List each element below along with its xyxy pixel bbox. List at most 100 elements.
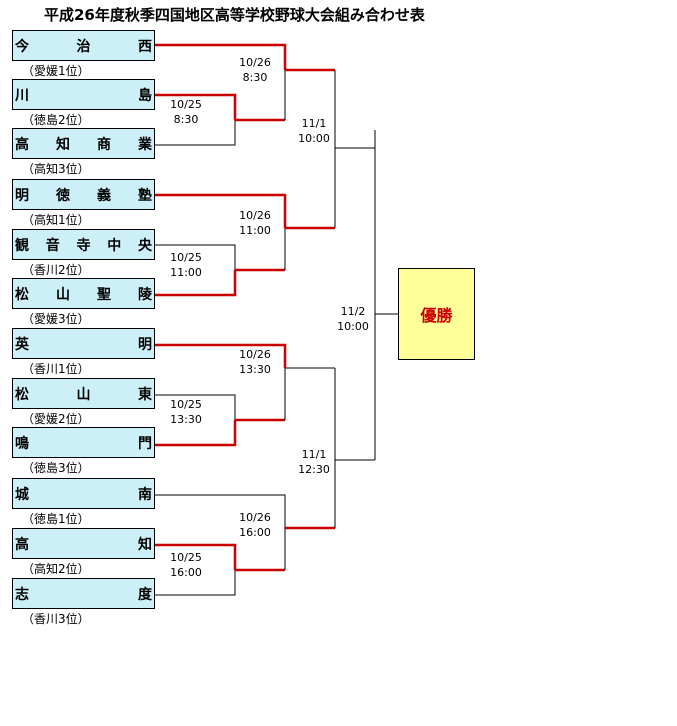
team-name-char: 業: [138, 136, 152, 153]
team-seed: （高知2位）: [22, 562, 90, 576]
match-label: 10/26 16:00: [233, 510, 277, 540]
match-time: 11:00: [239, 224, 271, 237]
team-box: 城南: [12, 478, 155, 509]
team-box: 今治西: [12, 30, 155, 61]
bracket-line: [155, 120, 236, 146]
match-label: 11/1 12:30: [292, 447, 336, 477]
match-date: 11/1: [301, 117, 327, 130]
match-label: 10/26 8:30: [233, 55, 277, 85]
team-name-char: 高: [15, 136, 29, 153]
team-name-char: 徳: [56, 187, 70, 204]
match-label: 11/1 10:00: [292, 116, 336, 146]
team-name-char: 明: [15, 187, 29, 204]
team-seed: （徳島3位）: [22, 461, 90, 475]
team-box: 川島: [12, 79, 155, 110]
match-time: 16:00: [170, 566, 202, 579]
team-box: 明徳義塾: [12, 179, 155, 210]
team-name-char: 観: [15, 237, 29, 254]
winner-line: [155, 543, 237, 570]
team-seed: （愛媛1位）: [22, 64, 90, 78]
team-name-char: 西: [138, 38, 152, 55]
match-date: 10/26: [239, 56, 271, 69]
team-name-char: 松: [15, 386, 29, 403]
team-box: 松山東: [12, 378, 155, 409]
match-time: 10:00: [337, 320, 369, 333]
team-name-char: 音: [45, 237, 60, 254]
match-date: 10/26: [239, 209, 271, 222]
winner-line: [155, 43, 287, 70]
team-name-char: 南: [138, 486, 152, 503]
match-time: 13:30: [170, 413, 202, 426]
team-name-char: 商: [97, 136, 111, 153]
team-name-char: 央: [138, 237, 152, 254]
team-box: 観音寺中央: [12, 229, 155, 260]
match-date: 10/25: [170, 398, 202, 411]
team-name-char: 義: [97, 187, 111, 204]
team-seed: （高知1位）: [22, 213, 90, 227]
team-name-char: 寺: [76, 237, 91, 254]
match-time: 12:30: [298, 463, 330, 476]
bracket-line: [155, 244, 236, 270]
bracket-line: [155, 570, 236, 596]
team-name-char: 志: [15, 586, 29, 603]
team-name-char: 門: [138, 435, 152, 452]
team-name-char: 松: [15, 286, 29, 303]
bracket-line: [155, 394, 236, 420]
match-label: 10/25 16:00: [164, 550, 208, 580]
team-name-char: 鳴: [15, 435, 29, 452]
team-name-char: 山: [76, 386, 91, 403]
team-seed: （香川2位）: [22, 263, 90, 277]
match-date: 11/1: [301, 448, 327, 461]
team-box: 鳴門: [12, 427, 155, 458]
match-date: 10/25: [170, 551, 202, 564]
team-name-char: 度: [138, 586, 152, 603]
team-box: 高知商業: [12, 128, 155, 159]
team-name-char: 城: [15, 486, 29, 503]
page-title: 平成26年度秋季四国地区高等学校野球大会組み合わせ表: [44, 6, 425, 24]
team-seed: （愛媛2位）: [22, 412, 90, 426]
team-name-char: 山: [56, 286, 70, 303]
match-date: 10/25: [170, 98, 202, 111]
match-time: 8:30: [173, 113, 199, 126]
match-label: 10/26 13:30: [233, 347, 277, 377]
team-name-char: 塾: [138, 187, 152, 204]
match-date: 10/26: [239, 348, 271, 361]
team-name-char: 中: [107, 237, 122, 254]
team-name-char: 聖: [97, 286, 111, 303]
team-name-char: 明: [138, 336, 152, 353]
match-time: 10:00: [298, 132, 330, 145]
team-seed: （愛媛3位）: [22, 312, 90, 326]
team-name-char: 知: [138, 536, 152, 553]
team-name-char: 東: [138, 386, 152, 403]
match-label: 10/25 13:30: [164, 397, 208, 427]
winner-line: [155, 420, 237, 447]
team-name-char: 治: [76, 38, 91, 55]
team-box: 松山聖陵: [12, 278, 155, 309]
team-name-char: 高: [15, 536, 29, 553]
winner-line: [155, 193, 287, 228]
team-box: 高知: [12, 528, 155, 559]
team-name-char: 今: [15, 38, 29, 55]
team-name-char: 陵: [138, 286, 152, 303]
team-name-char: 川: [15, 87, 29, 104]
match-time: 8:30: [242, 71, 268, 84]
winner-line: [155, 343, 287, 368]
match-date: 10/26: [239, 511, 271, 524]
team-seed: （徳島1位）: [22, 512, 90, 526]
team-name-char: 知: [56, 136, 70, 153]
match-time: 11:00: [170, 266, 202, 279]
winner-line: [155, 270, 237, 297]
team-seed: （徳島2位）: [22, 113, 90, 127]
team-seed: （香川3位）: [22, 612, 90, 626]
team-box: 英明: [12, 328, 155, 359]
match-label: 10/26 11:00: [233, 208, 277, 238]
match-time: 16:00: [239, 526, 271, 539]
team-seed: （香川1位）: [22, 362, 90, 376]
team-name-char: 英: [15, 336, 29, 353]
match-time: 13:30: [239, 363, 271, 376]
bracket-line: [155, 494, 286, 528]
team-box: 志度: [12, 578, 155, 609]
